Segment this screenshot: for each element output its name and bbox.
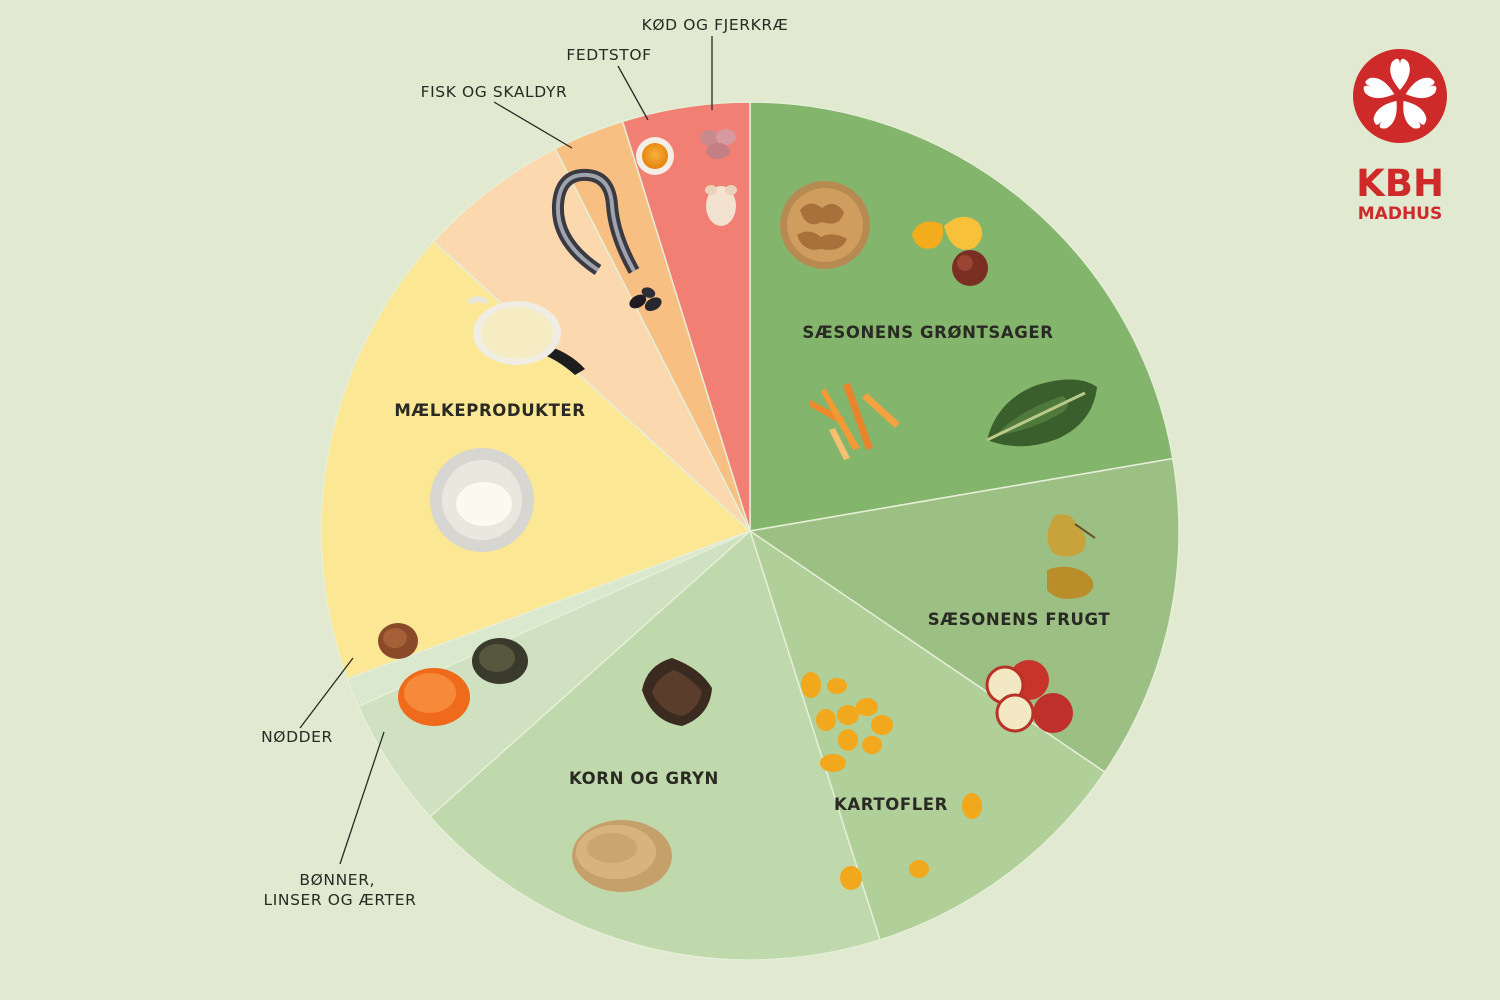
kbh-madhus-logo: KBH MADHUS [1353,49,1447,224]
nuts-icon [378,623,418,659]
beet-icon [952,250,988,286]
rye-bread-icon [642,658,712,726]
label-nodder: NØDDER [261,728,333,746]
mussel-icon [629,287,662,312]
leader-line-fedtstof [617,65,649,121]
leader-lines [299,36,713,865]
milk-jug-icon [467,296,585,375]
logo-text-madhus: MADHUS [1358,204,1442,224]
peppercorn-icon [472,638,528,684]
grain-icon [572,820,672,892]
label-maelkeprodukter: MÆLKEPRODUKTER [394,401,585,420]
pie-slice-3 [428,529,881,961]
leader-line-bonner [339,731,385,865]
apple-icon [985,660,1073,733]
logo-emblem-icon [1353,49,1447,143]
leader-line-fisk [493,101,573,149]
pie-slice-7 [432,147,751,532]
oil-icon [636,137,674,175]
carrots-icon [809,383,900,460]
lentils-icon [398,668,470,726]
label-fedtstof: FEDTSTOF [566,46,651,64]
label-saesonens-frugt: SÆSONENS FRUGT [928,610,1111,629]
pie-slice-6 [320,240,752,680]
pie-slice-0 [749,101,1174,532]
food-icons [378,129,1097,892]
potato-icon [801,672,982,890]
yogurt-bowl-icon [430,448,534,552]
bread-icon [780,181,870,269]
label-bonner-linser-og-aerter: BØNNER, LINSER OG ÆRTER [263,871,416,909]
pie-slice-2 [748,529,1106,941]
label-kod-og-fjerkrae: KØD OG FJERKRÆ [642,16,789,34]
label-kartofler: KARTOFLER [834,795,948,814]
chicken-icon [705,185,737,226]
label-korn-og-gryn: KORN OG GRYN [569,769,719,788]
kale-icon [986,379,1097,447]
label-fisk-og-skaldyr: FISK OG SKALDYR [421,83,568,101]
squash-icon [912,216,983,250]
logo-text-kbh: KBH [1356,162,1444,205]
pear-icon [1047,514,1096,599]
leader-line-nodder [299,657,354,729]
meat-icon [700,129,736,159]
label-saesonens-grontsager: SÆSONENS GRØNTSAGER [802,323,1053,342]
fish-icon [551,168,640,275]
